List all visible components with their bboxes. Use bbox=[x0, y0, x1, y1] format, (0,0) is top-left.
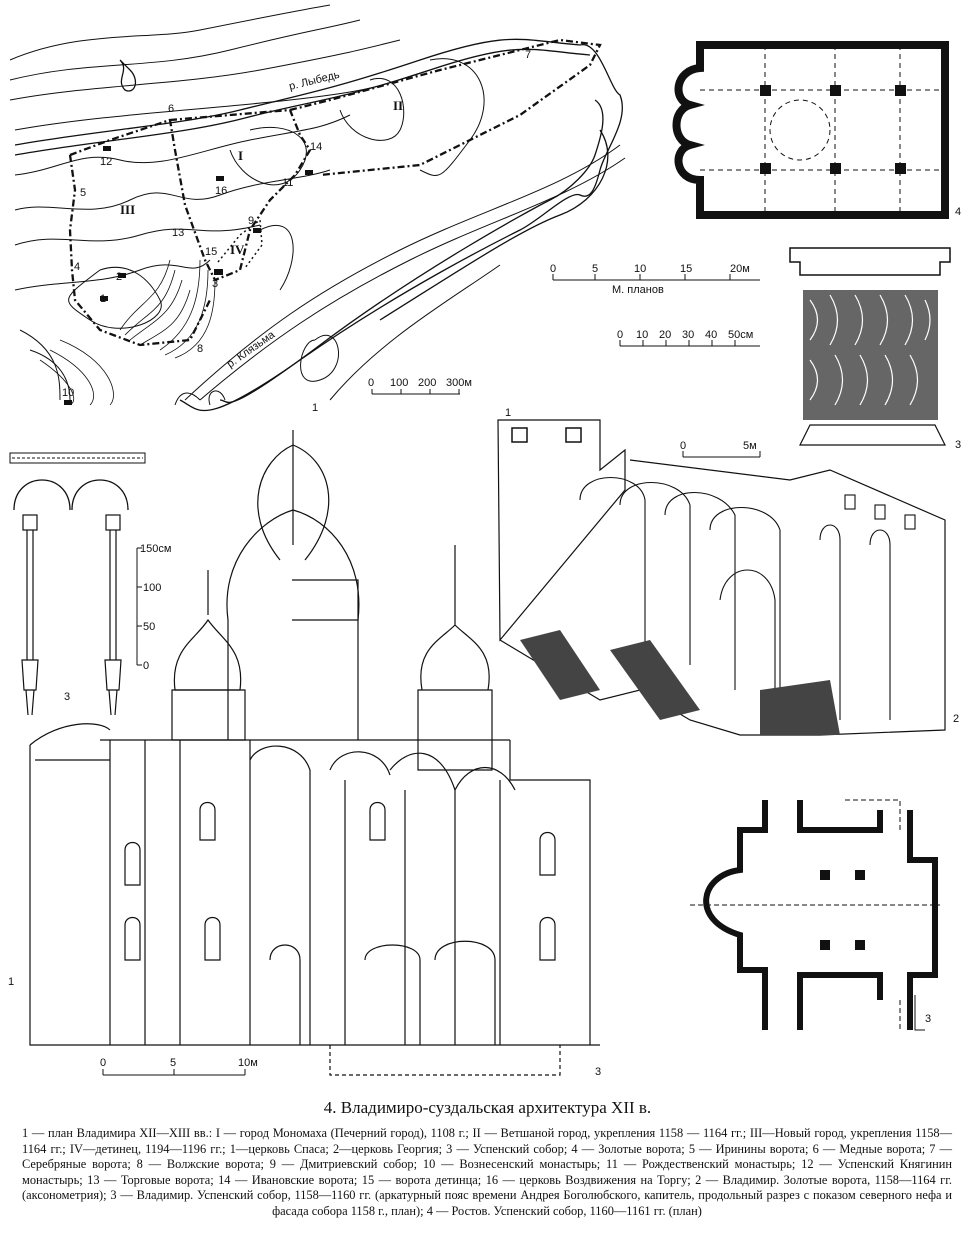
map-fig-number: 1 bbox=[312, 402, 318, 414]
svg-text:20: 20 bbox=[659, 329, 671, 341]
plan-scale-label: М. планов bbox=[612, 284, 664, 296]
uspensky-plan-fig-number: 3 bbox=[925, 1013, 931, 1025]
svg-text:0: 0 bbox=[368, 377, 374, 389]
map-label-1: 1 bbox=[100, 293, 106, 305]
map-label-3: 3 bbox=[212, 278, 218, 290]
plan-scale-bar: 0 5 10 15 20м М. планов bbox=[550, 263, 760, 296]
svg-text:0: 0 bbox=[617, 329, 623, 341]
arcade-fig-number: 3 bbox=[64, 691, 70, 703]
svg-text:10м: 10м bbox=[238, 1057, 258, 1069]
svg-text:150см: 150см bbox=[140, 543, 171, 555]
svg-text:100: 100 bbox=[390, 377, 408, 389]
svg-text:0: 0 bbox=[680, 440, 686, 452]
building-markers bbox=[64, 146, 313, 405]
axonometry-fig-number: 2 bbox=[953, 713, 959, 725]
map-label-9: 9 bbox=[248, 215, 254, 227]
map-label-10: 10 bbox=[62, 387, 74, 399]
svg-text:40: 40 bbox=[705, 329, 717, 341]
svg-text:200: 200 bbox=[418, 377, 436, 389]
map-label-11: 11 bbox=[282, 177, 293, 189]
svg-text:0: 0 bbox=[143, 660, 149, 672]
map-label-8: 8 bbox=[197, 343, 203, 355]
map-label-5: 5 bbox=[80, 187, 86, 199]
map-label-12: 12 bbox=[100, 156, 112, 168]
map-label-15: 15 bbox=[205, 246, 217, 258]
map-label-16: 16 bbox=[215, 185, 227, 197]
cathedral-section-drawing: 1 3 0 5 10м bbox=[8, 430, 601, 1078]
svg-text:20м: 20м bbox=[730, 263, 750, 275]
map-label-14: 14 bbox=[310, 141, 322, 153]
svg-text:30: 30 bbox=[682, 329, 694, 341]
figure-title: 4. Владимиро-суздальская архитектура XII… bbox=[323, 1098, 652, 1117]
district-IV: IV bbox=[230, 242, 245, 257]
capital-drawing: 3 bbox=[789, 247, 961, 451]
svg-text:10: 10 bbox=[634, 263, 646, 275]
rostov-fig-number: 4 bbox=[955, 206, 961, 218]
district-III: III bbox=[120, 202, 135, 217]
city-plan-map: 1 2 3 4 5 6 7 8 9 10 11 12 13 14 15 16 I… bbox=[9, 4, 626, 414]
svg-text:5м: 5м bbox=[743, 440, 757, 452]
river-lybed-label: р. Лыбедь bbox=[288, 69, 341, 93]
svg-text:15: 15 bbox=[680, 263, 692, 275]
arcade-belt-drawing: 150см 100 50 0 3 bbox=[9, 452, 171, 716]
map-label-6: 6 bbox=[168, 103, 174, 115]
svg-text:5: 5 bbox=[592, 263, 598, 275]
map-label-13: 13 bbox=[172, 227, 184, 239]
capital-fig-number: 3 bbox=[955, 439, 961, 451]
illustration-plate: 1 2 3 4 5 6 7 8 9 10 11 12 13 14 15 16 I… bbox=[8, 4, 961, 1078]
section-fig-number: 1 bbox=[8, 976, 14, 988]
section-scale-bar: 0 5 10м bbox=[100, 1057, 258, 1076]
capital-scale-bar: 0 10 20 30 40 50см bbox=[617, 329, 760, 347]
svg-text:50: 50 bbox=[143, 621, 155, 633]
svg-text:0: 0 bbox=[550, 263, 556, 275]
svg-text:300м: 300м bbox=[446, 377, 472, 389]
rostov-cathedral-plan: 4 bbox=[672, 41, 961, 219]
figure-caption: 1 — план Владимира XII—XIII вв.: I — гор… bbox=[22, 1126, 952, 1218]
uspensky-cathedral-plan: 3 bbox=[690, 799, 940, 1031]
golden-gate-axonometry: 1 0 5м 2 bbox=[497, 407, 959, 736]
district-II: II bbox=[393, 98, 403, 113]
section-right-number: 3 bbox=[595, 1066, 601, 1078]
axonometry-top-number: 1 bbox=[505, 407, 511, 419]
map-scale-bar: 0 100 200 300м bbox=[368, 377, 472, 395]
svg-text:10: 10 bbox=[636, 329, 648, 341]
svg-text:50см: 50см bbox=[728, 329, 753, 341]
map-label-7: 7 bbox=[525, 49, 531, 61]
map-label-2: 2 bbox=[116, 271, 122, 283]
map-label-4: 4 bbox=[74, 261, 80, 273]
svg-text:0: 0 bbox=[100, 1057, 106, 1069]
district-I: I bbox=[238, 148, 243, 163]
svg-text:100: 100 bbox=[143, 582, 161, 594]
river-klyazma-label: р. Клязьма bbox=[225, 328, 278, 370]
svg-text:5: 5 bbox=[170, 1057, 176, 1069]
